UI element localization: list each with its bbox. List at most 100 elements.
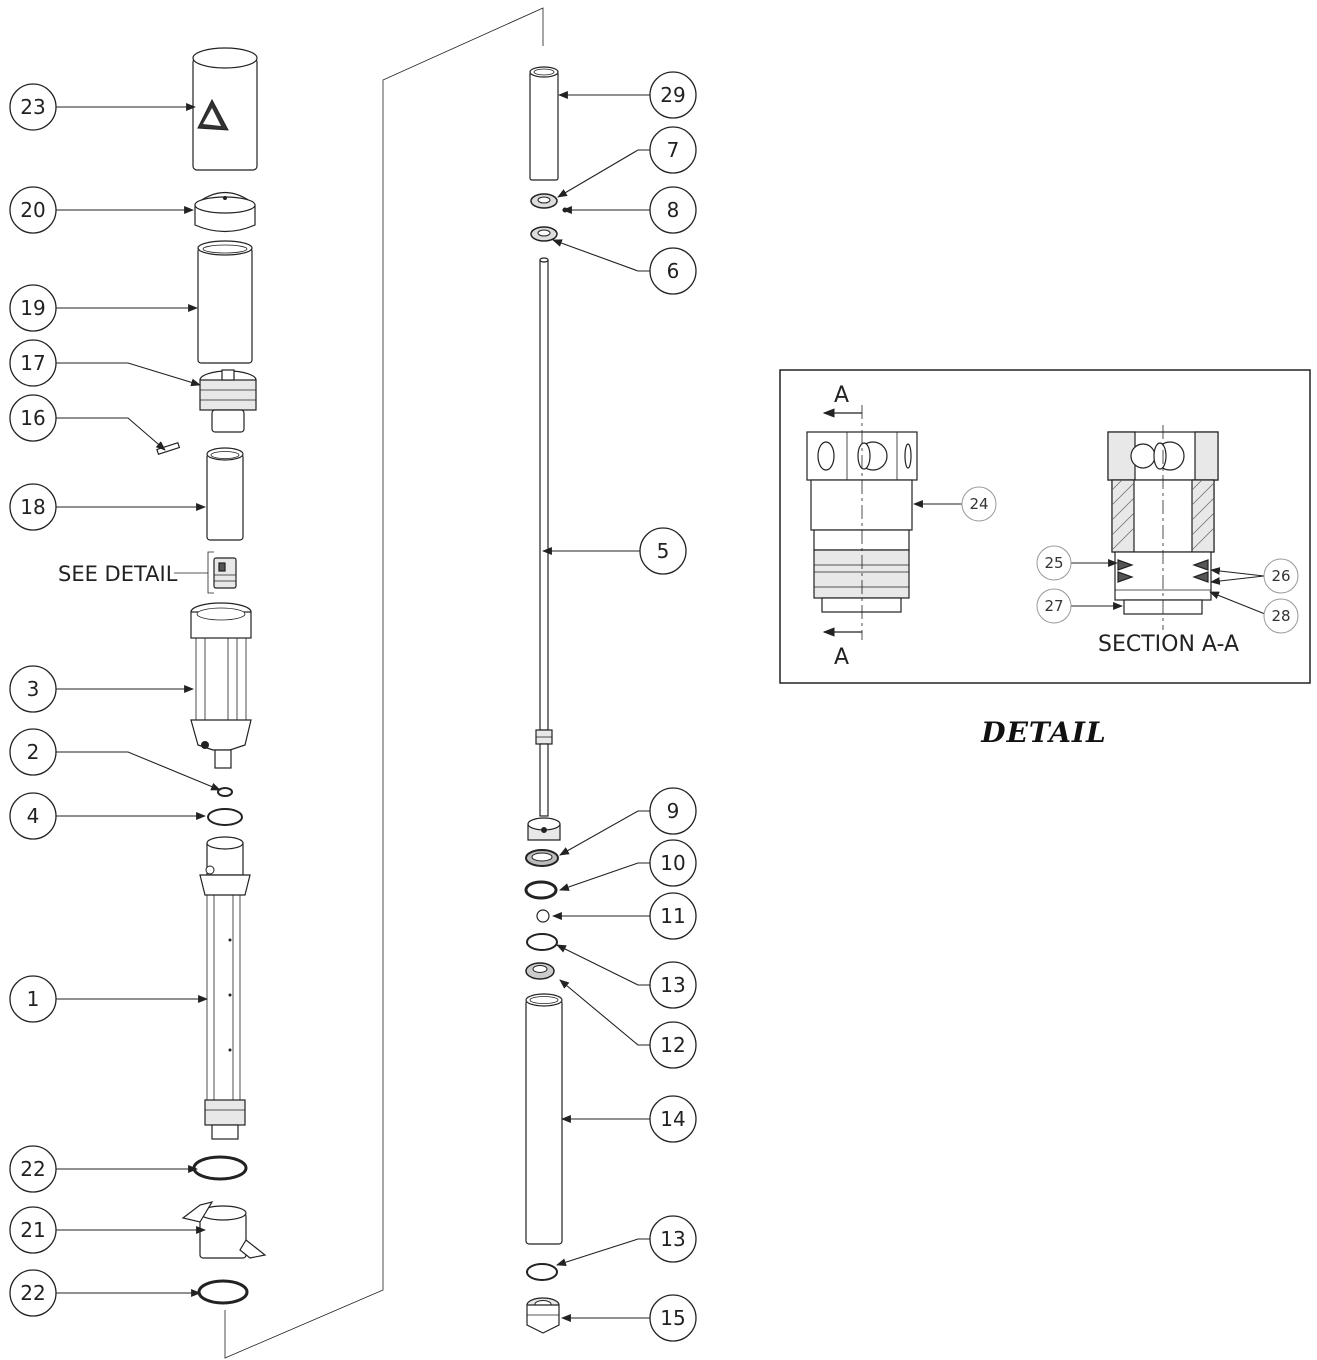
balloon-label: 18	[20, 495, 45, 519]
leader-line	[556, 944, 650, 986]
detail-callout-26: 26	[1210, 558, 1299, 594]
balloon-label: 17	[20, 351, 45, 375]
part-13-o-ring-lower	[526, 1263, 558, 1281]
callouts-right: 29 7 8 6 5 9 10 11 13 12 14 13 15	[542, 71, 697, 1342]
balloon-circle	[9, 792, 57, 840]
part-17-piston-head	[199, 369, 257, 433]
part-5-piston-rod	[527, 257, 561, 841]
balloon-label: 5	[657, 539, 670, 563]
callout-13: 13	[556, 1215, 697, 1267]
balloon-circle	[9, 728, 57, 776]
balloon-label: 20	[20, 198, 45, 222]
balloon-label: 8	[667, 198, 680, 222]
detail-callout-24: 24	[913, 486, 997, 522]
callout-8: 8	[562, 186, 697, 234]
callout-16: 16	[9, 394, 166, 451]
part-22-ring-lower	[197, 1279, 249, 1305]
part-3-cylinder-frame	[190, 602, 252, 769]
callout-21: 21	[9, 1206, 206, 1254]
leader-line	[556, 1238, 650, 1267]
balloon-label: 13	[660, 973, 685, 997]
see-detail-label: SEE DETAIL	[58, 562, 178, 586]
balloon-label: 16	[20, 406, 45, 430]
part-19-sleeve	[197, 240, 253, 364]
leader-line	[552, 239, 650, 272]
callout-23: 23	[9, 83, 196, 131]
balloon-circle	[9, 339, 57, 387]
balloon-circle	[9, 1206, 57, 1254]
callout-17: 17	[9, 339, 201, 387]
detail-callout-25: 25	[1036, 545, 1118, 581]
balloon-circle	[649, 71, 697, 119]
callout-22: 22	[9, 1145, 198, 1193]
part-21-coupling	[181, 1201, 267, 1259]
balloon-circle	[9, 1269, 57, 1317]
part-29-tube	[529, 66, 559, 181]
balloon-label: 23	[20, 95, 45, 119]
assembly-break-line	[224, 7, 544, 1359]
section-caption: SECTION A-A	[1098, 632, 1239, 657]
part-18-tube	[206, 447, 244, 541]
balloon-label: 6	[667, 259, 680, 283]
callout-20: 20	[9, 186, 194, 234]
detail-title: DETAIL	[980, 716, 1106, 749]
part-4-o-ring	[207, 808, 243, 826]
leader-line	[56, 417, 166, 451]
balloon-label: 19	[20, 296, 45, 320]
part-10-washer	[524, 880, 558, 900]
balloon-circle	[9, 284, 57, 332]
balloon-label: 22	[20, 1157, 45, 1181]
callout-11: 11	[552, 892, 697, 940]
callout-6: 6	[552, 239, 697, 295]
balloon-label: 7	[667, 138, 680, 162]
svg-text:27: 27	[1044, 597, 1063, 615]
part-24-valve-insert	[213, 557, 237, 589]
callout-10: 10	[559, 839, 697, 891]
detail-callout-27: 27	[1036, 588, 1123, 624]
balloon-label: 4	[27, 804, 40, 828]
leader-line	[559, 979, 650, 1046]
detail-exterior-view: A A	[806, 383, 918, 670]
leader-line	[557, 149, 650, 198]
part-15-foot-valve	[526, 1297, 560, 1334]
balloon-circle	[649, 126, 697, 174]
part-12-seat	[525, 962, 555, 980]
part-2-o-ring	[217, 787, 233, 797]
callout-22: 22	[9, 1269, 201, 1317]
balloon-circle	[9, 83, 57, 131]
balloon-circle	[649, 892, 697, 940]
balloon-circle	[9, 186, 57, 234]
balloon-circle	[639, 527, 687, 575]
leader-line	[559, 810, 650, 856]
svg-text:28: 28	[1271, 607, 1290, 625]
callout-9: 9	[559, 787, 697, 856]
balloon-circle	[649, 1294, 697, 1342]
part-23-cover-tube	[192, 47, 258, 171]
leader-line	[559, 862, 650, 891]
balloon-circle	[9, 394, 57, 442]
callout-3: 3	[9, 665, 194, 713]
balloon-label: 22	[20, 1281, 45, 1305]
balloon-label: 13	[660, 1227, 685, 1251]
callout-15: 15	[561, 1294, 697, 1342]
balloon-circle	[649, 186, 697, 234]
leader-line	[56, 751, 221, 791]
part-7-seal	[530, 193, 558, 209]
callout-7: 7	[557, 126, 697, 198]
section-marker-top: A	[834, 383, 849, 408]
part-9-seal	[525, 849, 559, 867]
balloon-label: 12	[660, 1033, 685, 1057]
callout-5: 5	[542, 527, 687, 575]
balloon-label: 21	[20, 1218, 45, 1242]
balloon-label: 11	[660, 904, 685, 928]
callout-19: 19	[9, 284, 198, 332]
leader-line	[56, 362, 201, 387]
balloon-label: 29	[660, 83, 685, 107]
balloon-label: 9	[667, 799, 680, 823]
detail-section-view: SECTION A-A	[1098, 425, 1239, 657]
balloon-label: 2	[27, 740, 40, 764]
balloon-label: 14	[660, 1107, 685, 1131]
svg-text:25: 25	[1044, 554, 1063, 572]
balloon-circle	[649, 1215, 697, 1263]
